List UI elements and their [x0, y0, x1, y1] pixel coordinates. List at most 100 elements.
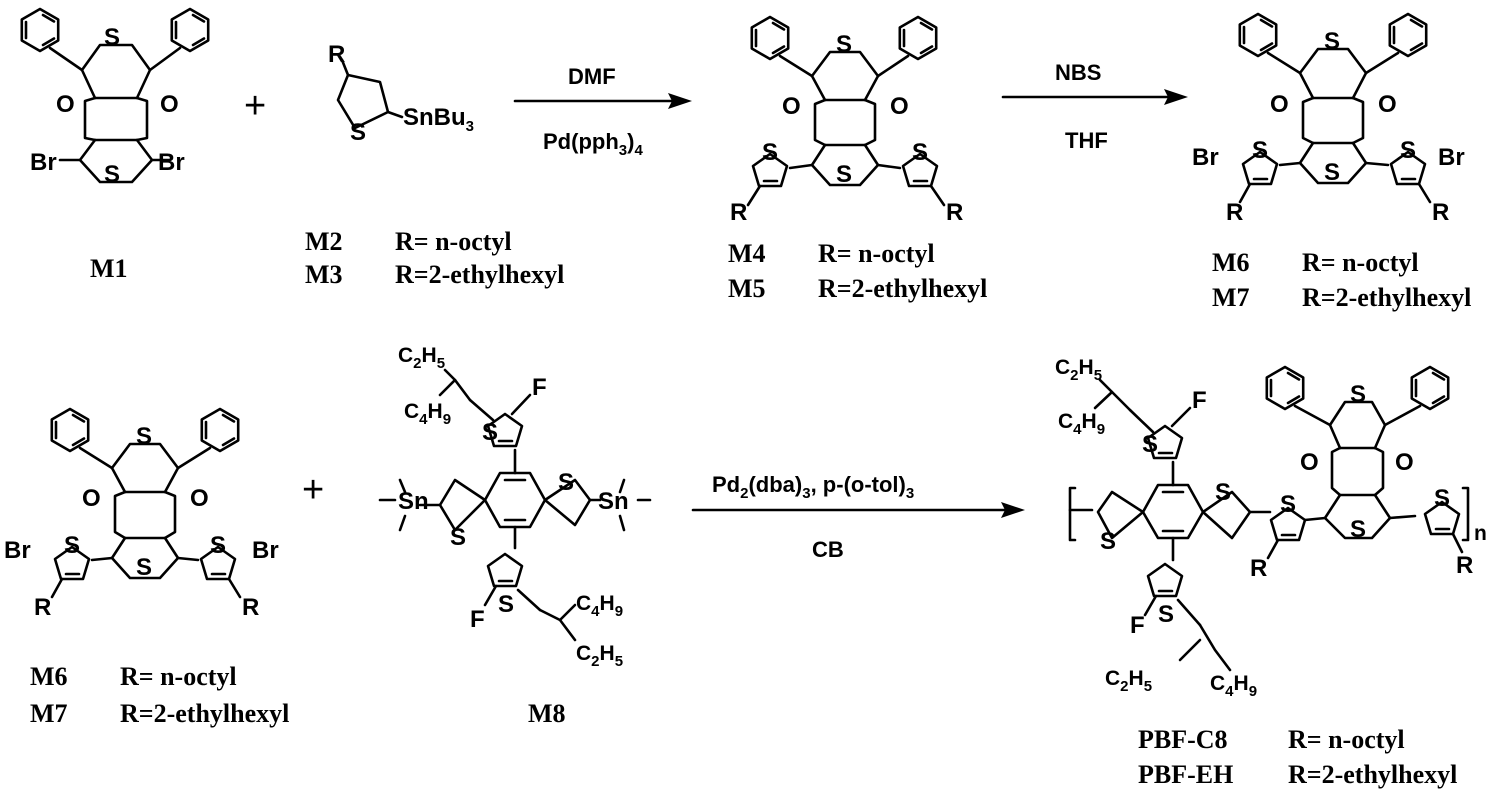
svg-text:S: S	[1324, 159, 1340, 186]
svg-text:C4H9: C4H9	[1210, 672, 1257, 700]
svg-text:R: R	[328, 41, 345, 68]
svg-text:S: S	[1158, 601, 1174, 628]
svg-text:R: R	[1456, 552, 1473, 579]
svg-text:F: F	[470, 606, 485, 633]
label-m3-r: R=2-ethylhexyl	[395, 260, 564, 289]
svg-text:R: R	[1432, 199, 1449, 226]
condition-pd-catalyst: Pd(pph3)4	[543, 129, 643, 159]
label-m7-r-top: R=2-ethylhexyl	[1302, 283, 1471, 312]
svg-text:F: F	[1130, 612, 1145, 639]
svg-text:S: S	[1215, 479, 1231, 506]
svg-text:O: O	[1378, 91, 1397, 118]
polymer-pbf: S S S S S S S S O O F F R R n C2H5 C4H9 …	[1055, 356, 1487, 700]
oxygen-atom: O	[56, 91, 75, 118]
svg-text:R: R	[1250, 555, 1267, 582]
svg-text:Br: Br	[252, 537, 279, 564]
condition-pd2dba3: Pd2(dba)3, p-(o-tol)3	[712, 472, 914, 502]
label-m7-r-bottom: R=2-ethylhexyl	[120, 699, 289, 728]
label-m5-r: R=2-ethylhexyl	[818, 274, 987, 303]
label-pbf-c8-r: R= n-octyl	[1288, 725, 1405, 754]
label-m5: M5	[728, 274, 766, 303]
svg-text:n: n	[1474, 522, 1487, 545]
svg-text:S: S	[482, 419, 498, 446]
svg-text:R: R	[946, 199, 963, 226]
svg-text:S: S	[762, 139, 778, 166]
svg-text:S: S	[450, 524, 466, 551]
svg-text:C2H5: C2H5	[398, 344, 445, 372]
label-m6-r-bottom: R= n-octyl	[120, 662, 237, 691]
molecule-m6-m7-top: S S S S O O Br Br R R	[1192, 12, 1465, 226]
molecule-m6-m7-bottom: S S S S O O Br Br R R	[4, 407, 279, 621]
label-m6-r-top: R= n-octyl	[1302, 248, 1419, 277]
label-m8: M8	[528, 699, 566, 728]
svg-text:F: F	[532, 374, 547, 401]
svg-text:Sn: Sn	[598, 488, 629, 515]
svg-text:SnBu3: SnBu3	[403, 104, 474, 135]
svg-text:R: R	[242, 594, 259, 621]
svg-text:S: S	[136, 554, 152, 581]
svg-text:F: F	[1192, 387, 1207, 414]
svg-text:S: S	[1324, 28, 1340, 55]
svg-text:R: R	[1226, 199, 1243, 226]
condition-thf: THF	[1065, 128, 1108, 153]
svg-text:S: S	[498, 591, 514, 618]
svg-text:C2H5: C2H5	[1055, 356, 1102, 384]
plus-sign: +	[244, 85, 266, 127]
molecule-m8: Sn Sn S S S S F F C2H5 C4H9 C4H9 C2H5	[378, 344, 652, 670]
svg-text:S: S	[1100, 528, 1116, 555]
svg-text:R: R	[34, 594, 51, 621]
svg-text:Sn: Sn	[398, 488, 429, 515]
svg-text:R: R	[730, 199, 747, 226]
label-m4-r: R= n-octyl	[818, 239, 935, 268]
reaction-arrow-3	[691, 502, 1025, 518]
bromine-atom: Br	[30, 149, 57, 176]
molecule-m1: S S O O Br Br	[20, 7, 210, 188]
molecule-m4-m5: S S S S O O R R	[730, 15, 963, 226]
label-m2-r: R= n-octyl	[395, 227, 512, 256]
svg-text:S: S	[836, 31, 852, 58]
condition-nbs: NBS	[1055, 60, 1101, 85]
svg-text:S: S	[1400, 137, 1416, 164]
svg-text:Br: Br	[1192, 144, 1219, 171]
svg-text:S: S	[1350, 381, 1366, 408]
svg-text:S: S	[836, 161, 852, 188]
svg-text:C4H9: C4H9	[404, 400, 451, 428]
svg-text:S: S	[1252, 137, 1268, 164]
reaction-arrow-2	[1001, 89, 1188, 105]
svg-text:S: S	[558, 469, 574, 496]
svg-text:S: S	[912, 139, 928, 166]
label-pbf-eh: PBF-EH	[1138, 760, 1233, 789]
svg-text:O: O	[82, 485, 101, 512]
svg-text:C2H5: C2H5	[576, 642, 623, 670]
sulfur-atom: S	[104, 161, 120, 188]
condition-dmf: DMF	[568, 64, 616, 89]
svg-text:S: S	[1434, 485, 1450, 512]
svg-text:S: S	[210, 532, 226, 559]
label-m4: M4	[728, 239, 766, 268]
svg-text:S: S	[1142, 431, 1158, 458]
label-m1: M1	[90, 254, 128, 283]
svg-text:S: S	[1350, 516, 1366, 543]
label-m6-bottom: M6	[30, 662, 68, 691]
reaction-arrow-1	[513, 93, 692, 109]
svg-text:S: S	[64, 532, 80, 559]
label-m7-bottom: M7	[30, 699, 68, 728]
svg-text:O: O	[1300, 449, 1319, 476]
svg-text:C4H9: C4H9	[1058, 410, 1105, 438]
condition-cb: CB	[812, 537, 844, 562]
svg-text:C2H5: C2H5	[1105, 667, 1152, 695]
svg-text:O: O	[1395, 449, 1414, 476]
svg-text:Br: Br	[4, 537, 31, 564]
svg-text:S: S	[136, 423, 152, 450]
label-pbf-c8: PBF-C8	[1138, 725, 1228, 754]
oxygen-atom: O	[160, 91, 179, 118]
svg-text:O: O	[190, 485, 209, 512]
label-m3: M3	[305, 260, 343, 289]
plus-sign-2: +	[302, 469, 324, 511]
svg-text:S: S	[1280, 491, 1296, 518]
label-m7-top: M7	[1212, 283, 1250, 312]
label-m6-top: M6	[1212, 248, 1250, 277]
svg-text:S: S	[350, 119, 366, 146]
bromine-atom: Br	[158, 149, 185, 176]
